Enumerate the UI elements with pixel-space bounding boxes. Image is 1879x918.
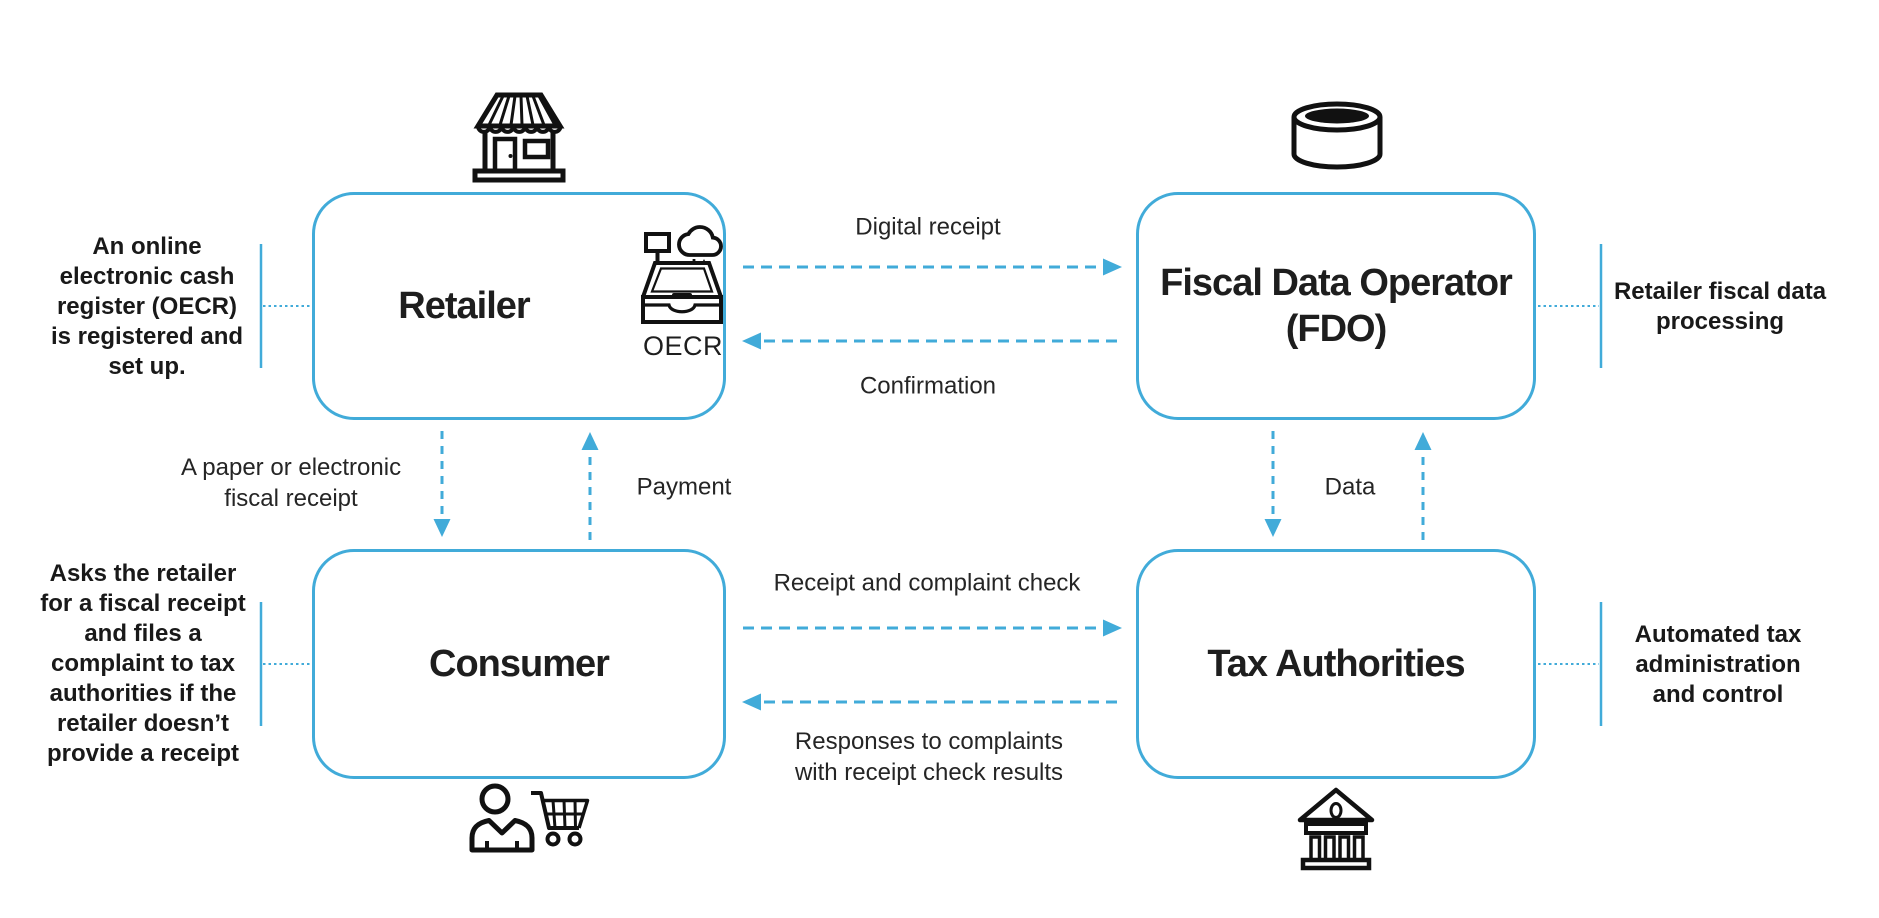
receipt-check-label: Receipt and complaint check [773,569,1081,597]
consumer-title: Consumer [429,643,610,685]
fdo-subtitle: (FDO) [1285,308,1388,350]
tax-authorities-title: Tax Authorities [1207,643,1465,685]
person-with-cart-icon [465,782,593,879]
cash-register-cloud-icon [640,217,724,330]
arrow-payment [581,432,599,540]
digital-receipt-label: Digital receipt [855,213,1001,241]
oecr-badge: OECR [642,331,723,361]
responses-label: Responses to complaints with receipt che… [794,728,1064,786]
retailer-title: Retailer [398,285,530,327]
arrow-data-up [1414,432,1432,540]
fdo-annotation: Retailer fiscal data processing [1613,278,1827,335]
arrow-fiscal-receipt [433,431,451,537]
retailer-annotation: An online electronic cash register (OECR… [50,233,244,380]
arrow-confirmation [742,332,1117,350]
database-icon [1289,101,1385,178]
arrow-receipt-check [743,619,1122,637]
arrow-responses [742,693,1117,711]
storefront-icon [467,90,571,194]
fdo-title: Fiscal Data Operator [1160,262,1513,304]
bank-icon [1293,787,1379,877]
retailer-node: Retailer [312,192,726,420]
tax-annotation: Automated tax administration and control [1634,621,1802,708]
fiscal-receipt-label: A paper or electronic fiscal receipt [180,454,402,512]
consumer-annotation: Asks the retailer for a fiscal receipt a… [40,560,246,767]
arrow-digital-receipt [743,258,1122,276]
consumer-node: Consumer [312,549,726,779]
payment-label: Payment [636,473,732,501]
fdo-node: Fiscal Data Operator (FDO) [1136,192,1536,420]
arrow-data-down [1264,431,1282,537]
confirmation-label: Confirmation [859,372,997,400]
data-label: Data [1324,473,1376,501]
tax-authorities-node: Tax Authorities [1136,549,1536,779]
